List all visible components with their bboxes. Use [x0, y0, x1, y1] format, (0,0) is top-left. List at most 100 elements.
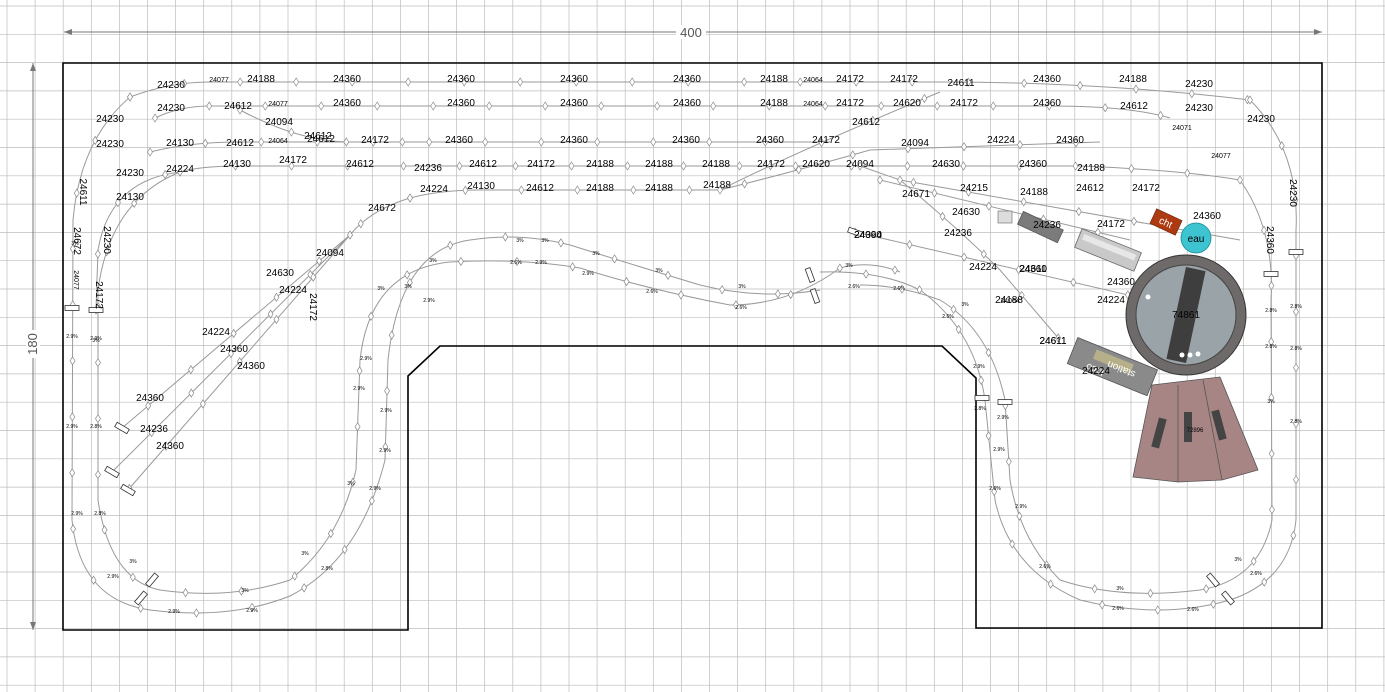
track-joint-icon: [736, 161, 743, 171]
track-joint-icon: [131, 198, 138, 208]
track-line: [154, 105, 1171, 119]
track-joint-icon: [795, 165, 802, 175]
track-joint-icon: [92, 135, 99, 146]
grade-label: 3%: [738, 284, 746, 290]
track-piece-label: 24360: [136, 393, 164, 404]
track-line: [879, 179, 1131, 241]
track-joint-icon: [1278, 141, 1285, 151]
track-joint-icon: [69, 468, 76, 478]
track-piece-label: 24172: [836, 98, 864, 109]
track-joint-icon: [374, 101, 381, 111]
track-joint-icon: [258, 137, 265, 147]
track-joint-icon: [1261, 577, 1268, 587]
track-joint-icon: [1269, 504, 1275, 515]
track-joint-icon: [1157, 110, 1164, 121]
track-joint-icon: [849, 150, 856, 160]
track-joint-icon: [288, 161, 295, 171]
small-crane[interactable]: [997, 210, 1013, 224]
grade-label: 2.6%: [1187, 607, 1199, 613]
track-piece-label: 24172: [950, 98, 978, 109]
track-joint-icon: [94, 249, 101, 259]
station-building[interactable]: loco station: [1066, 337, 1159, 397]
track-piece-label: 24172: [1097, 219, 1125, 230]
track-piece-label: 24071: [1172, 125, 1192, 132]
grade-label: 2.8%: [1265, 344, 1277, 350]
track-joint-icon: [1016, 511, 1023, 521]
grade-label: 2.9%: [353, 386, 365, 392]
track-joint-icon: [181, 78, 188, 89]
roundhouse[interactable]: 72896: [1132, 376, 1259, 483]
water-tower[interactable]: eau: [1180, 222, 1212, 254]
track-piece-label: 24360: [1193, 211, 1221, 222]
track-joint-icon: [1075, 206, 1082, 217]
track-line: [149, 141, 830, 153]
track-joint-icon: [341, 544, 348, 555]
track-piece-label: 24064: [268, 138, 288, 145]
track-piece-label: 24172: [836, 74, 864, 85]
turntable[interactable]: 74861: [1125, 254, 1247, 376]
track-joint-icon: [273, 314, 280, 325]
goods-shed[interactable]: [1074, 228, 1142, 272]
track-joint-icon: [430, 101, 437, 111]
track-piece-label: 24094: [854, 230, 882, 241]
grade-label: 2.6%: [1112, 606, 1124, 612]
buffer-stop-icon: [974, 395, 990, 401]
track-joint-icon: [960, 161, 967, 171]
engine-shed[interactable]: cht: [1149, 208, 1183, 236]
track-joint-icon: [955, 324, 962, 335]
track-joint-icon: [1247, 95, 1253, 105]
grade-label: 2.9%: [360, 356, 372, 362]
track-joint-icon: [382, 442, 389, 452]
track-joint-icon: [1020, 197, 1027, 207]
track-joint-icon: [461, 77, 468, 87]
track-line: [899, 179, 1061, 341]
track-joint-icon: [853, 77, 860, 87]
track-joint-icon: [202, 138, 209, 148]
track-joint-icon: [163, 441, 170, 451]
grade-label: 3%: [1234, 557, 1242, 563]
track-joint-icon: [344, 161, 351, 171]
track-joint-icon: [685, 77, 692, 87]
grade-label: 3%: [845, 263, 853, 269]
track-piece-label: 24612: [226, 138, 254, 149]
track-joint-icon: [462, 185, 469, 195]
track-piece-label: 24224: [420, 184, 448, 195]
grade-label: 2.8%: [1290, 304, 1302, 310]
track-joint-icon: [486, 101, 493, 111]
buffer-stop-icon: [114, 421, 130, 435]
track-joint-icon: [404, 270, 411, 280]
track-piece-label: 24611: [947, 78, 975, 89]
track-piece-label: 24188: [702, 159, 730, 170]
track-piece-label: 24172: [890, 74, 918, 85]
track-piece-label: 24360: [333, 98, 361, 109]
grade-label: 2.9%: [90, 336, 102, 342]
grade-label: 2.9%: [107, 574, 119, 580]
track-joint-icon: [1047, 579, 1054, 589]
grade-label: 3%: [301, 551, 309, 557]
track-joint-icon: [200, 399, 206, 409]
track-piece-label: 24230: [116, 168, 144, 179]
track-joint-icon: [349, 477, 356, 487]
track-joint-icon: [249, 602, 255, 613]
track-piece-label: 24230: [96, 114, 124, 125]
track-joint-icon: [1070, 277, 1077, 287]
grade-label: 3%: [1116, 586, 1124, 592]
track-joint-icon: [1133, 84, 1139, 94]
buffer-stops: [64, 226, 1304, 606]
track-joint-icon: [1268, 280, 1275, 291]
track-joint-icon: [1021, 78, 1028, 88]
grade-labels: 3%3%3%3%3%3%3%3%2.9%2.9%2.6%2.9%2.9%2.6%…: [66, 238, 1302, 615]
grade-label: 3%: [516, 238, 524, 244]
warehouse[interactable]: [1016, 210, 1064, 244]
track-joint-icon: [1102, 103, 1109, 113]
grade-label: 2.9%: [973, 364, 985, 370]
track-piece-label: 24130: [166, 138, 194, 149]
track-piece-label: 24620: [802, 159, 830, 170]
track-joint-icon: [985, 431, 992, 441]
track-joint-icon: [115, 197, 121, 208]
track-joint-icon: [405, 77, 412, 87]
track-piece-label: 24360: [560, 135, 588, 146]
track-joint-icon: [368, 311, 374, 321]
track-piece-label: 24360: [1019, 159, 1047, 170]
track-piece-label: 24620: [893, 98, 921, 109]
